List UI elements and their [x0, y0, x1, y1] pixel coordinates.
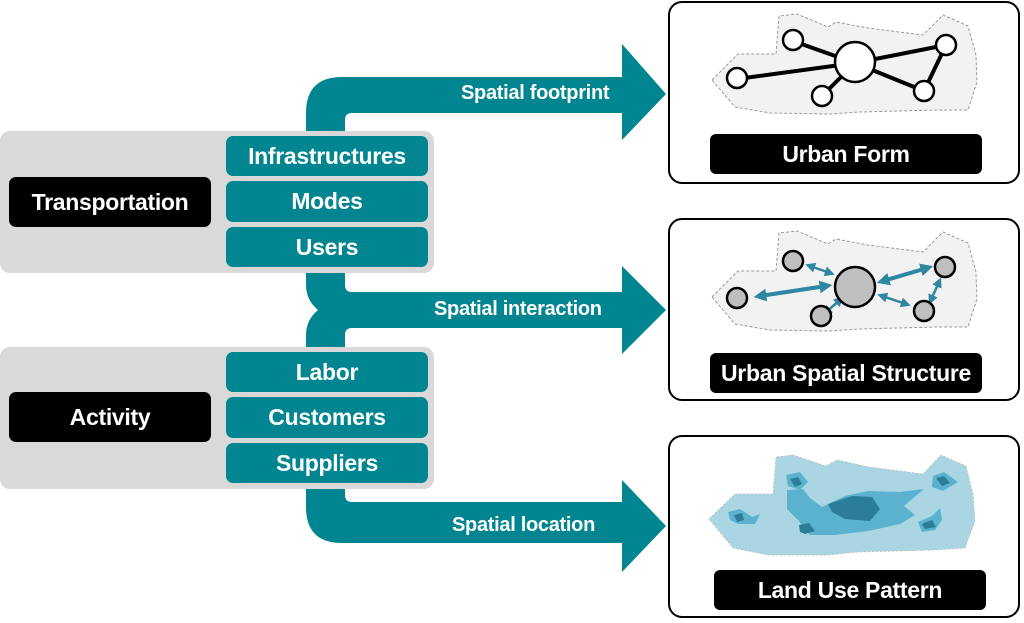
node: [781, 249, 805, 273]
density-zone-high: [790, 477, 802, 487]
density-zone-high: [799, 523, 815, 534]
density-zone-mid: [728, 509, 760, 524]
interaction-arrow: [753, 280, 833, 302]
item-users: Users: [226, 227, 428, 267]
arrow-spatial-interaction: [306, 266, 666, 354]
interaction-arrow: [877, 292, 911, 308]
panel-title-urban-form: Urban Form: [710, 134, 982, 174]
interaction-arrow: [876, 263, 934, 286]
flow-label-spatial-footprint: Spatial footprint: [461, 82, 610, 104]
flow-label-spatial-location: Spatial location: [452, 514, 596, 536]
item-customers: Customers: [226, 397, 428, 438]
item-infrastructures: Infrastructures: [226, 136, 428, 176]
node: [912, 299, 936, 323]
arrow-spatial-footprint: [306, 44, 666, 140]
node: [810, 84, 834, 108]
node: [912, 79, 936, 103]
item-labor: Labor: [226, 352, 428, 392]
node-hub: [833, 40, 877, 84]
item-modes: Modes: [226, 181, 428, 222]
node: [809, 304, 833, 328]
activity-label: Activity: [9, 392, 211, 442]
node: [934, 33, 958, 57]
item-suppliers: Suppliers: [226, 443, 428, 483]
node-hub: [833, 265, 877, 309]
density-zone-high: [936, 476, 950, 486]
node: [781, 28, 805, 52]
transportation-label: Transportation: [9, 177, 211, 227]
node: [725, 66, 749, 90]
node: [933, 255, 957, 279]
panel-title-land-use-pattern: Land Use Pattern: [714, 570, 986, 610]
node: [725, 286, 749, 310]
interaction-arrow: [928, 277, 942, 305]
density-zone-high: [922, 520, 936, 529]
density-zone-high: [734, 513, 744, 522]
density-zone-high: [828, 496, 880, 521]
arrow-spatial-location: [306, 480, 666, 572]
panel-title-urban-spatial-structure: Urban Spatial Structure: [710, 353, 982, 393]
flow-label-spatial-interaction: Spatial interaction: [434, 298, 602, 320]
interaction-arrow: [805, 262, 835, 277]
